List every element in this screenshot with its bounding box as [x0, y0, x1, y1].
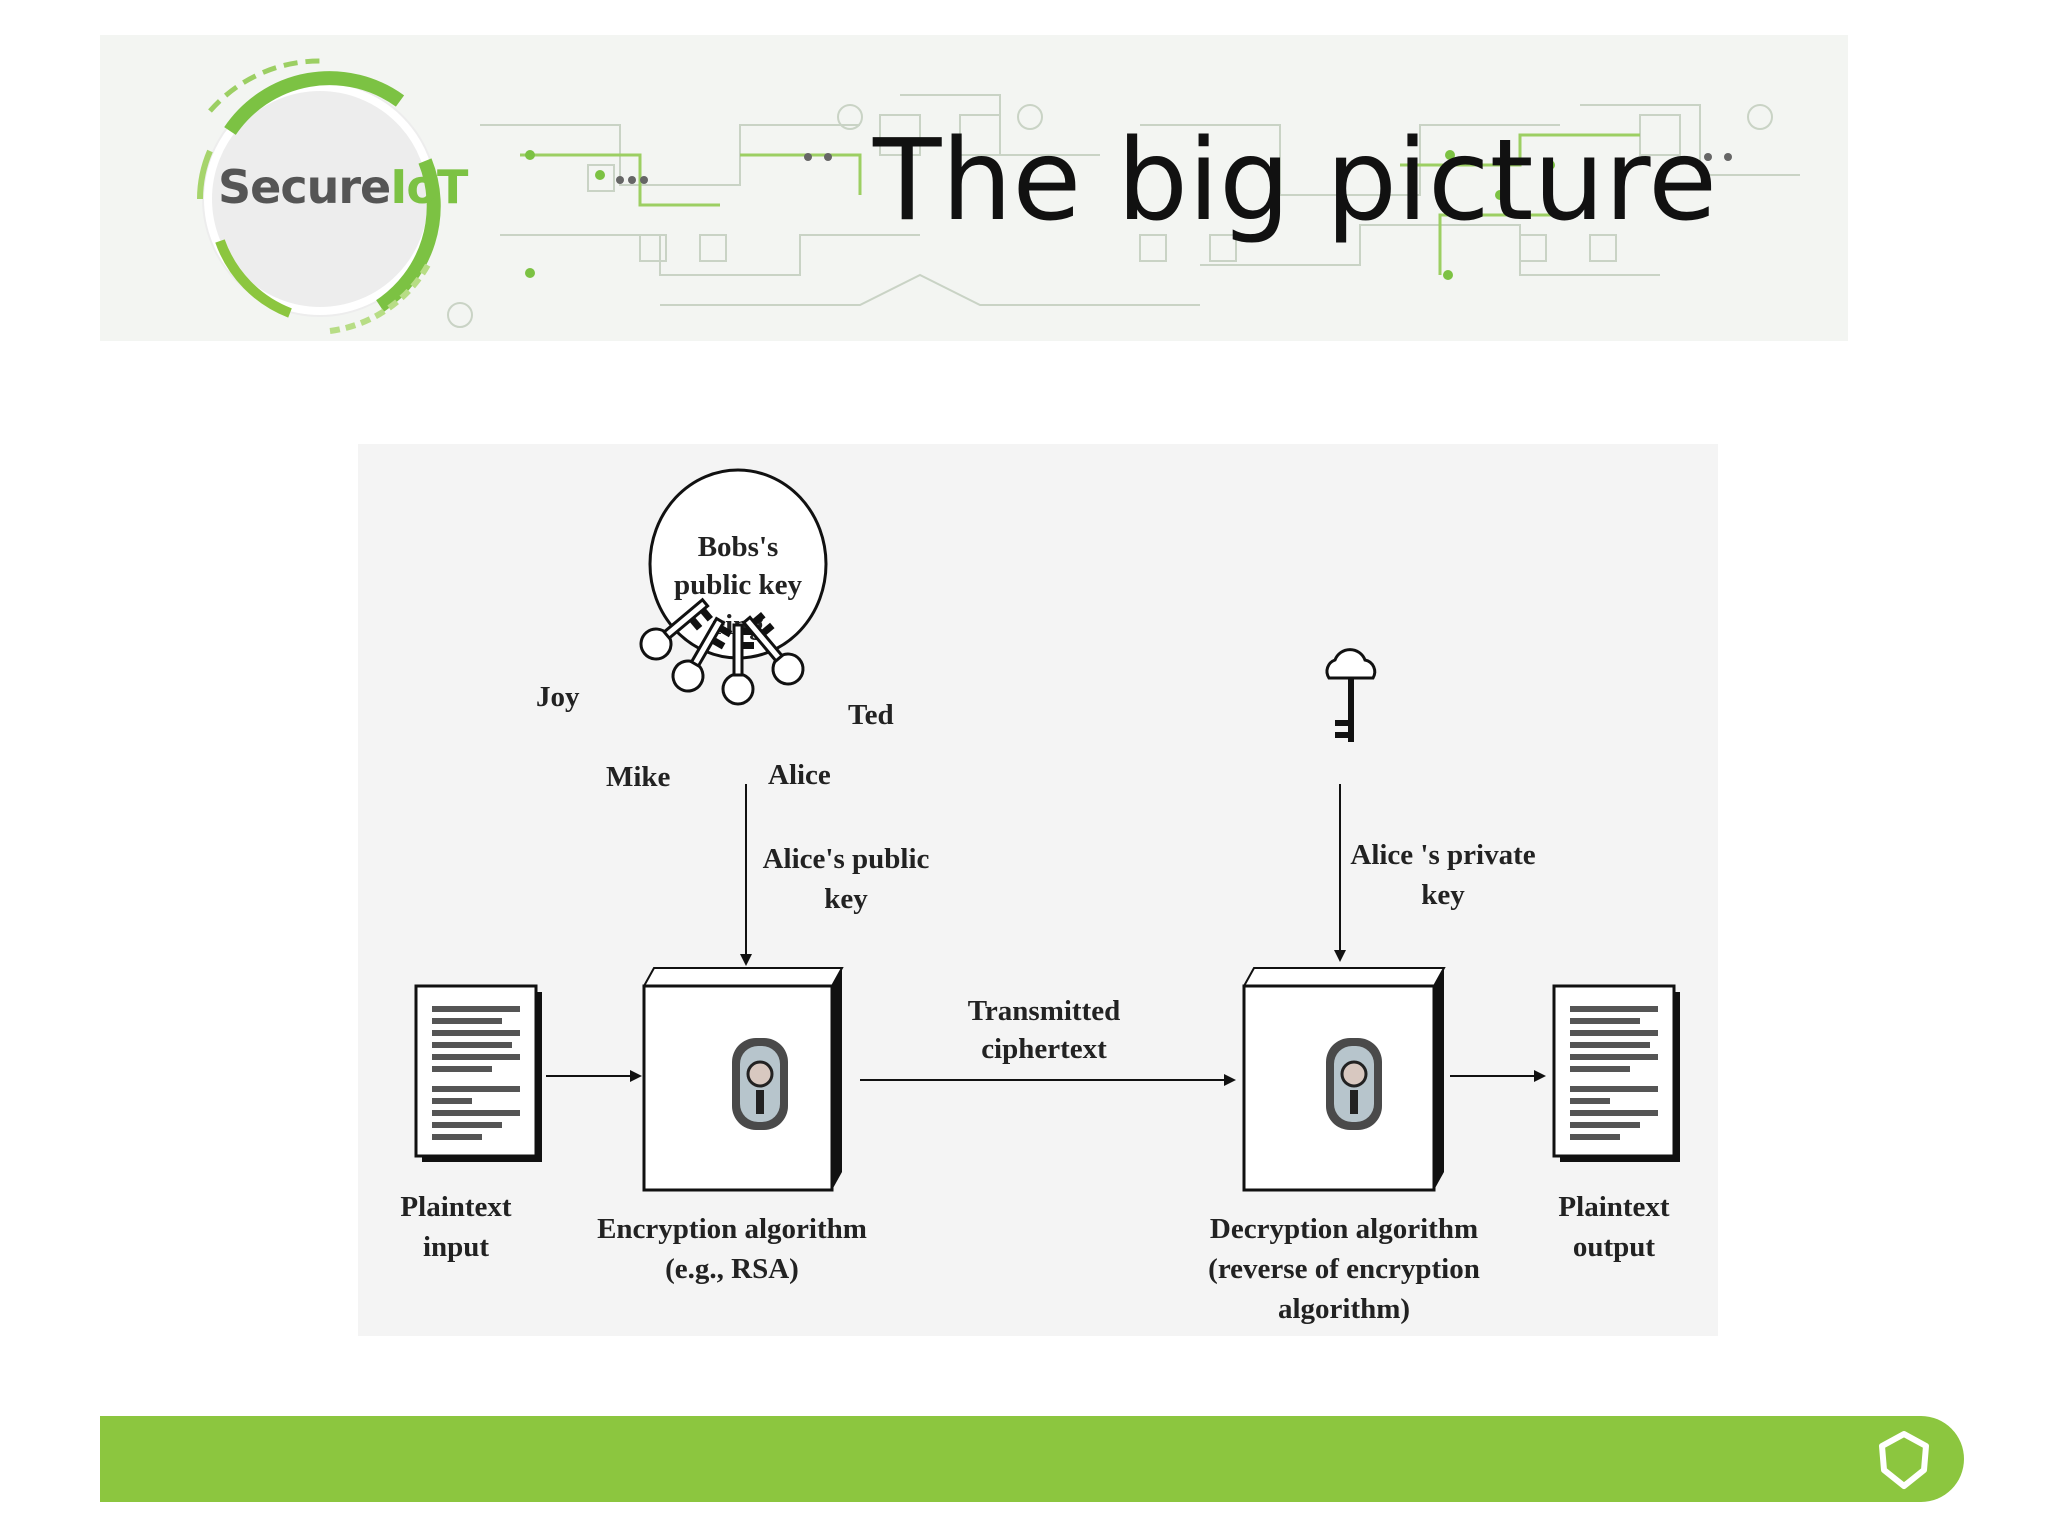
logo-text: SecureIoT: [218, 160, 468, 214]
circuit-background: [447, 94, 1800, 328]
key-label-ted: Ted: [848, 699, 894, 731]
public-key-label-1: Alice's public: [763, 843, 930, 875]
private-key-label-2: key: [1421, 879, 1465, 911]
secureiot-logo: [197, 58, 441, 334]
key-ring-label-1: Bobs's: [698, 531, 779, 563]
plaintext-output-document-icon: [1552, 984, 1682, 1164]
private-key-label-1: Alice 's private: [1350, 839, 1535, 871]
decryption-label-2: (reverse of encryption: [1208, 1253, 1480, 1285]
encryption-box: [642, 967, 844, 1192]
key-ring-label-2: public key: [674, 569, 803, 601]
key-label-joy: Joy: [536, 681, 580, 713]
plaintext-output-label-1: Plaintext: [1558, 1191, 1669, 1223]
header-banner: SecureIoT: [100, 35, 1848, 341]
public-key-encryption-diagram: Bobs's public key ring Joy Mike Alice Te…: [358, 444, 1718, 1336]
footer-bar: [100, 1416, 1964, 1502]
plaintext-output-label-2: output: [1573, 1231, 1656, 1263]
key-icon-private: [1325, 648, 1377, 742]
transmitted-label-2: ciphertext: [981, 1033, 1107, 1065]
plaintext-input-label-1: Plaintext: [400, 1191, 511, 1223]
decryption-label-3: algorithm): [1278, 1293, 1410, 1325]
decryption-box: [1242, 967, 1446, 1192]
decryption-label-1: Decryption algorithm: [1210, 1213, 1478, 1245]
transmitted-label-1: Transmitted: [968, 995, 1121, 1027]
keyhole-lock-icon: [730, 1036, 790, 1132]
shield-icon: [1879, 1431, 1929, 1489]
logo-text-accent: IoT: [390, 160, 468, 214]
logo-text-main: Secure: [218, 160, 391, 214]
encryption-label-2: (e.g., RSA): [665, 1253, 799, 1285]
encryption-label-1: Encryption algorithm: [597, 1213, 867, 1245]
keyhole-lock-icon: [1324, 1036, 1384, 1132]
key-label-alice: Alice: [768, 759, 831, 791]
plaintext-input-label-2: input: [423, 1231, 489, 1263]
key-label-mike: Mike: [606, 761, 671, 793]
plaintext-input-document-icon: [414, 984, 544, 1164]
slide-title: The big picture: [873, 116, 1717, 246]
public-key-label-2: key: [824, 883, 868, 915]
